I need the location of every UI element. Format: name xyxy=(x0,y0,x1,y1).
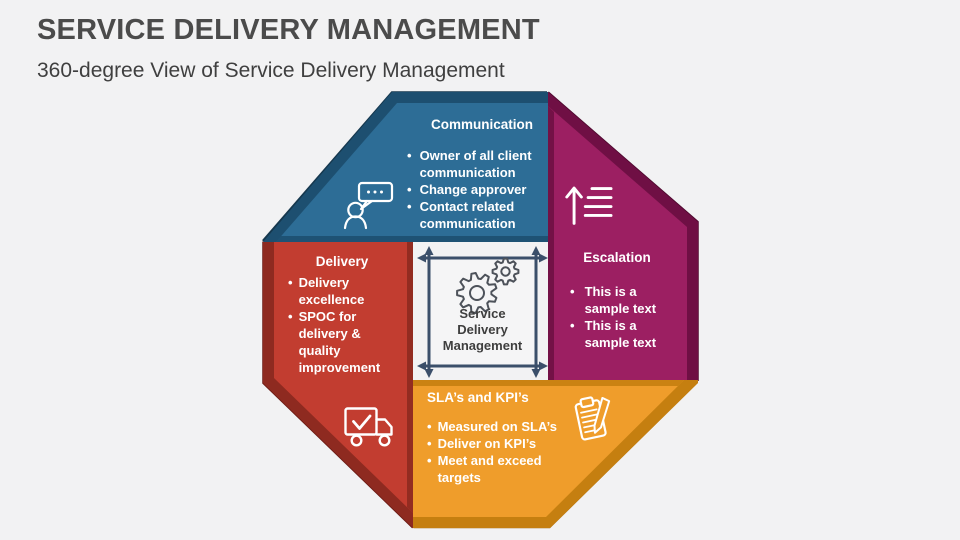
speech-dots xyxy=(367,190,383,194)
bullet-list: Measured on SLA’s Deliver on KPI’s Meet … xyxy=(424,418,566,486)
section-slas-kpis: SLA’s and KPI’s Measured on SLA’s Delive… xyxy=(424,389,566,486)
bullet-item: Owner of all client communication xyxy=(407,147,563,181)
center-box-border xyxy=(423,252,542,372)
delivery-seam xyxy=(407,242,413,513)
bullet-item: This is a sample text xyxy=(570,283,680,317)
center-box-arrowheads xyxy=(417,246,548,378)
section-title: SLA’s and KPI’s xyxy=(427,390,529,405)
clipboard-pencil-icon xyxy=(574,396,611,441)
center-box xyxy=(417,246,548,378)
bullet-item: SPOC for delivery & quality improvement xyxy=(288,308,402,376)
section-escalation: Escalation This is a sample text This is… xyxy=(554,249,680,351)
person-speech-bubble-icon xyxy=(343,181,394,230)
bullet-list: Owner of all client communication Change… xyxy=(401,147,563,232)
bullet-list: This is a sample text This is a sample t… xyxy=(554,283,680,351)
bullet-item: Change approver xyxy=(407,181,563,198)
bullet-list: Delivery excellence SPOC for delivery & … xyxy=(282,274,402,376)
page-subtitle: 360-degree View of Service Delivery Mana… xyxy=(37,59,505,82)
delivery-truck-check-icon xyxy=(344,407,393,447)
section-title: Delivery xyxy=(315,254,369,269)
bullet-item: Contact related communication xyxy=(407,198,563,232)
communication-seam xyxy=(276,236,548,242)
center-label-line: Delivery xyxy=(457,322,508,337)
bullet-item: Deliver on KPI’s xyxy=(427,435,566,452)
center-label: Service Delivery Management xyxy=(429,306,536,354)
escalation-arrow-icon xyxy=(565,186,613,225)
center-label-line: Service xyxy=(459,306,506,321)
bullet-item: Meet and exceed targets xyxy=(427,452,566,486)
bullet-item: Measured on SLA’s xyxy=(427,418,566,435)
section-title: Communication xyxy=(430,117,533,132)
slas-seam xyxy=(413,380,684,386)
bullet-item: Delivery excellence xyxy=(288,274,402,308)
bullet-item: This is a sample text xyxy=(570,317,680,351)
section-title: Escalation xyxy=(583,250,651,265)
page-title: SERVICE DELIVERY MANAGEMENT xyxy=(37,14,540,46)
center-label-line: Management xyxy=(442,338,523,353)
section-communication: Communication Owner of all client commun… xyxy=(401,116,563,232)
section-delivery: Delivery Delivery excellence SPOC for de… xyxy=(282,253,402,376)
gears-icon xyxy=(456,257,520,314)
